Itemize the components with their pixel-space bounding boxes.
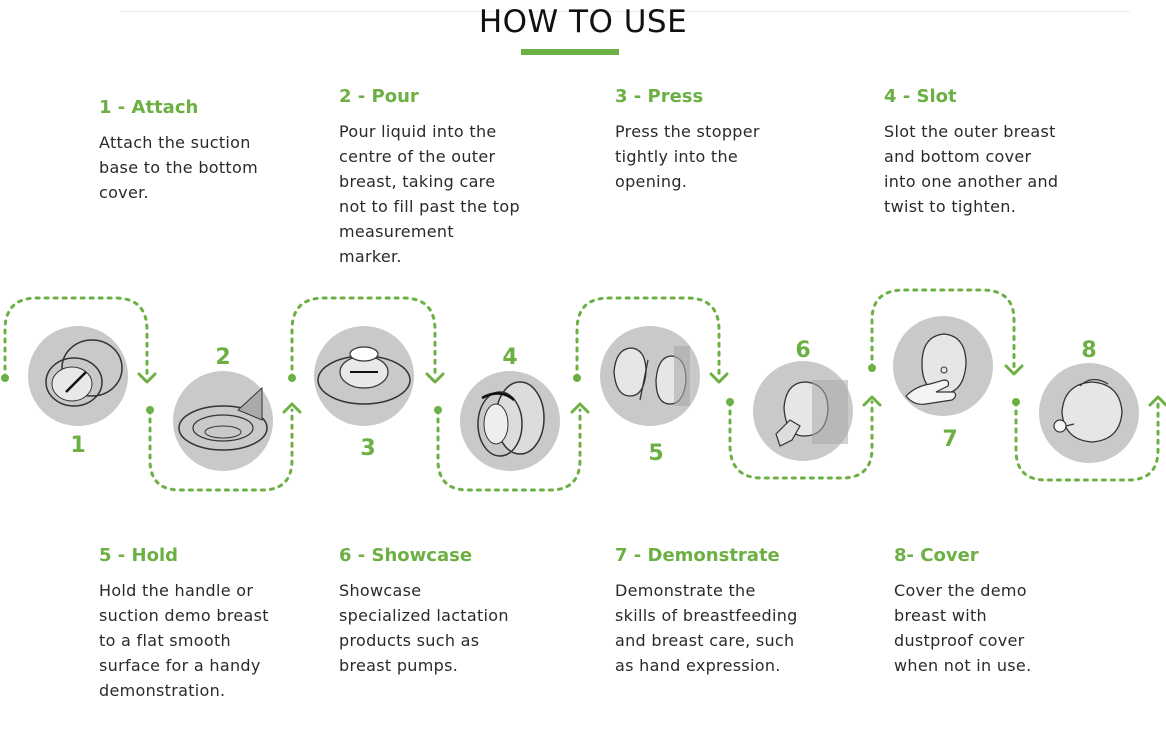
header-divider <box>120 11 1130 12</box>
step-number-2: 2 <box>215 345 230 370</box>
step-description: Attach the suction base to the bottom co… <box>99 133 258 202</box>
step-heading: 4 - Slot <box>884 86 957 107</box>
step-heading: 8- Cover <box>894 545 979 566</box>
dust-cover-icon <box>1039 363 1139 463</box>
step-number-7: 7 <box>942 427 957 452</box>
suction-base-icon <box>28 326 128 426</box>
flow-arrows <box>137 364 1166 414</box>
step-number-6: 6 <box>795 338 810 363</box>
twist-icon <box>460 371 560 471</box>
step-description: Press the stopper tightly into the openi… <box>615 122 760 191</box>
title-underline <box>521 49 619 55</box>
step-description: Cover the demo breast with dustproof cov… <box>894 581 1032 675</box>
step-number-4: 4 <box>502 345 517 370</box>
step-number-8: 8 <box>1081 338 1096 363</box>
step-heading: 5 - Hold <box>99 545 179 566</box>
step-number-3: 3 <box>360 436 375 461</box>
flow-path <box>3 288 1160 492</box>
breast-pump-icon <box>753 361 853 461</box>
step-heading: 1 - Attach <box>99 97 199 118</box>
step-6-text: 6 - Showcase Showcase specialized lactat… <box>339 545 539 678</box>
step-heading: 7 - Demonstrate <box>615 545 780 566</box>
step-description: Hold the handle or suction demo breast t… <box>99 581 269 700</box>
step-7-text: 7 - Demonstrate Demonstrate the skills o… <box>615 545 815 678</box>
step-description: Slot the outer breast and bottom cover i… <box>884 122 1059 216</box>
step-description: Showcase specialized lactation products … <box>339 581 509 675</box>
hold-breast-icon <box>600 326 700 426</box>
step-8-text: 8- Cover Cover the demo breast with dust… <box>894 545 1094 678</box>
hand-expression-icon <box>893 316 993 416</box>
step-description: Pour liquid into the centre of the outer… <box>339 122 520 266</box>
step-number-5: 5 <box>648 441 663 466</box>
step-heading: 6 - Showcase <box>339 545 473 566</box>
step-number-1: 1 <box>70 433 85 458</box>
pour-liquid-icon <box>173 371 273 471</box>
step-4-text: 4 - Slot Slot the outer breast and botto… <box>884 86 1074 219</box>
flow-dots <box>1 364 1020 414</box>
step-1-text: 1 - Attach Attach the suction base to th… <box>99 97 289 205</box>
step-description: Demonstrate the skills of breastfeeding … <box>615 581 798 675</box>
step-3-text: 3 - Press Press the stopper tightly into… <box>615 86 805 194</box>
page-title: HOW TO USE <box>478 4 688 40</box>
stopper-icon <box>314 326 414 426</box>
step-5-text: 5 - Hold Hold the handle or suction demo… <box>99 545 299 703</box>
step-2-text: 2 - Pour Pour liquid into the centre of … <box>339 86 529 269</box>
step-heading: 3 - Press <box>615 86 704 107</box>
step-heading: 2 - Pour <box>339 86 419 107</box>
